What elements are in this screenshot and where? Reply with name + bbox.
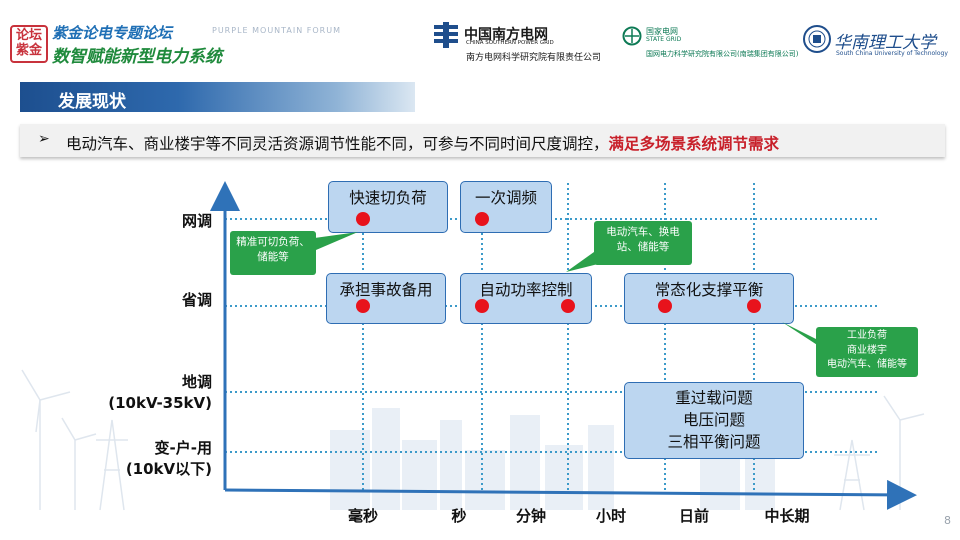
callout-line: 商业楼宇 [847,344,887,356]
marker-dot [356,299,370,313]
box-automatic-power-control: 自动功率控制 [460,273,592,324]
marker-dot [475,299,489,313]
bullet-arrow-icon: ➢ [38,131,50,147]
x-label-second: 秒 [451,507,467,525]
y-label-line1: 网调 [181,212,212,230]
forum-english-name: PURPLE MOUNTAIN FORUM [212,26,341,35]
callout-line: 电动汽车、换电 [606,226,680,238]
box-distribution-issues: 重过载问题 电压问题 三相平衡问题 [624,382,804,459]
section-title: 发展现状 [58,92,126,112]
callout-line: 精准可切负荷、 [236,236,310,248]
csg-name: 中国南方电网 [464,27,548,43]
box-label: 承担事故备用 [339,281,433,299]
box-label-line: 电压问题 [682,411,745,429]
y-label-local-dispatch: 地调 (10kV-35kV) [80,372,212,414]
box-fast-load-shedding: 快速切负荷 [328,181,448,233]
forum-seal-logo: 论坛紫金 [10,25,48,63]
x-label-millisecond: 毫秒 [347,507,378,525]
x-label-day-ahead: 日前 [678,507,709,525]
callout-line: 电动汽车、储能等 [827,359,907,370]
y-label-network-dispatch: 网调 [90,211,212,232]
csg-institute-name: 南方电网科学研究院有限责任公司 [466,53,602,63]
csg-logo-icon [434,22,458,48]
box-routine-balance-support: 常态化支撑平衡 [624,273,794,324]
marker-dot [475,212,489,226]
bullet-text-emphasis: 满足多场景系统调节需求 [608,135,780,153]
x-label-minute: 分钟 [515,507,546,525]
callout-industrial-commercial-ev: 工业负荷 商业楼宇 电动汽车、储能等 [816,327,918,377]
callout-line: 工业负荷 [847,330,887,341]
y-label-line2: (10kV-35kV) [108,394,212,412]
x-axis [224,479,917,510]
bullet-text-normal: 电动汽车、商业楼宇等不同灵活资源调节性能不同，可参与不同时间尺度调控， [66,135,609,153]
box-label-line: 三相平衡问题 [667,433,761,451]
y-label-line1: 变-户-用 [154,439,212,457]
state-grid-logo-icon [622,26,642,46]
bullet-bar [20,124,945,157]
scut-english-name: South China University of Technology [836,50,948,57]
scut-name: 华南理工大学 [834,33,936,53]
state-grid-english-name: STATE GRID [646,36,682,43]
marker-dot [561,299,575,313]
box-label-line: 重过载问题 [675,389,753,407]
box-label: 快速切负荷 [349,189,427,207]
seal-text: 论坛紫金 [15,28,42,58]
marker-dot [658,299,672,313]
bullet-text: 电动汽车、商业楼宇等不同灵活资源调节性能不同，可参与不同时间尺度调控，满足多场景… [66,132,779,154]
x-label-long-term: 中长期 [764,507,810,525]
csg-english-name: CHINA SOUTHERN POWER GRID [466,40,554,46]
state-grid-name: 国家电网 [646,27,678,36]
marker-dot [356,212,370,226]
y-label-line2: (10kV以下) [125,460,212,478]
y-label-line1: 省调 [181,291,212,309]
state-grid-institute-name: 国网电力科学研究院有限公司(南瑞集团有限公司) [646,50,799,58]
scut-emblem-icon [803,25,831,53]
callout-precise-load-storage: 精准可切负荷、 储能等 [230,231,316,275]
section-title-bar [20,82,415,112]
box-label: 常态化支撑平衡 [654,281,764,299]
marker-dot [747,299,761,313]
forum-title: 紫金论电专题论坛 [52,24,173,42]
y-label-line1: 地调 [181,373,212,391]
page-number: 8 [944,514,951,527]
x-label-hour: 小时 [595,507,626,525]
callout-line: 站、储能等 [616,241,670,253]
box-label: 自动功率控制 [479,281,573,299]
box-label: 一次调频 [474,189,537,207]
y-label-distribution-user: 变-户-用 (10kV以下) [80,438,212,480]
forum-subtitle: 数智赋能新型电力系统 [52,47,222,67]
callout-ev-swap-storage: 电动汽车、换电 站、储能等 [594,221,692,265]
box-accident-reserve: 承担事故备用 [326,273,446,324]
box-primary-frequency-regulation: 一次调频 [460,181,552,233]
y-label-provincial-dispatch: 省调 [90,290,212,311]
callout-line: 储能等 [257,251,289,263]
